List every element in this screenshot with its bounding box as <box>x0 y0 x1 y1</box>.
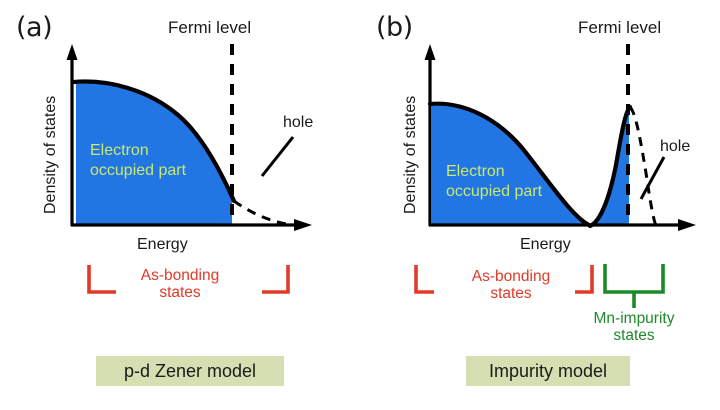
panel-b-hole-dashed-curve <box>628 105 658 227</box>
panel-a: (a) Fermi level Density of states Energy… <box>0 12 360 386</box>
panel-b-letter: (b) <box>376 12 413 43</box>
panel-a-x-axis-arrow-icon <box>294 219 312 231</box>
panel-a-plot <box>66 44 312 294</box>
panel-b: (b) Fermi level Density of states Energy… <box>360 0 720 410</box>
panel-a-as-bonding-label-line2: states <box>159 284 201 302</box>
panel-b-impurity-peak-curve <box>587 104 633 229</box>
panel-a-fill-label: Electron occupied part <box>90 141 186 181</box>
panel-a-hole-label: hole <box>283 114 314 131</box>
panel-b-hole-leader-line <box>639 156 666 200</box>
panel-b-mn-impurity-label-line1: Mn-impurity <box>593 310 675 327</box>
panel-b-as-bonding-label-line1: As-bonding <box>471 268 551 285</box>
panel-a-dos-curve <box>71 79 237 204</box>
panel-a-model-label: p-d Zener model <box>96 356 284 386</box>
panel-a-as-bonding-label-line1: As-bonding <box>140 267 220 284</box>
panel-b-model-label: Impurity model <box>466 356 630 386</box>
panel-a-letter: (a) <box>16 12 53 43</box>
panel-a-y-axis-arrow-icon <box>66 44 78 60</box>
panel-b-dos-curve <box>427 101 592 228</box>
panel-b-mn-impurity-label-line2: states <box>613 327 655 345</box>
panel-a-hole-dashed-curve <box>233 199 293 227</box>
panel-b-as-bonding-label: As-bonding states <box>444 268 578 303</box>
panel-b-mn-impurity-label: Mn-impurity states <box>556 310 712 345</box>
panel-b-x-axis-arrow-icon <box>678 219 696 231</box>
panel-b-x-axis-label: Energy <box>520 236 571 253</box>
panel-b-as-bonding-label-line2: states <box>490 285 532 303</box>
panel-b-mn-impurity-bracket <box>603 264 665 294</box>
panel-a-hole-leader-line <box>260 136 295 177</box>
panel-b-band-fill <box>432 105 588 225</box>
panel-b-hole-label: hole <box>660 138 691 155</box>
panel-a-fill-label-line2: occupied part <box>90 162 187 179</box>
panel-a-as-bonding-bracket-right <box>262 265 290 294</box>
panel-a-x-axis-label: Energy <box>137 236 188 253</box>
panel-b-y-axis-arrow-icon <box>424 44 436 60</box>
panel-b-plot <box>414 44 696 308</box>
panel-a-as-bonding-label: As-bonding states <box>0 267 360 302</box>
panel-a-fill-label-line1: Electron <box>90 142 149 159</box>
panel-b-fill-label-line2: occupied part <box>446 183 543 200</box>
panel-b-fill-label: Electron occupied part <box>446 162 542 202</box>
panel-a-as-bonding-bracket-left <box>87 265 116 294</box>
panel-b-fill-label-line1: Electron <box>446 163 505 180</box>
panel-a-band-fill <box>76 83 232 225</box>
panel-b-fermi-level-label: Fermi level <box>578 18 662 37</box>
panel-b-as-bonding-bracket-left <box>414 265 434 294</box>
panel-b-as-bonding-bracket-right <box>575 265 594 294</box>
panel-a-fermi-level-label: Fermi level <box>168 18 252 37</box>
panel-b-impurity-fill <box>592 108 629 225</box>
